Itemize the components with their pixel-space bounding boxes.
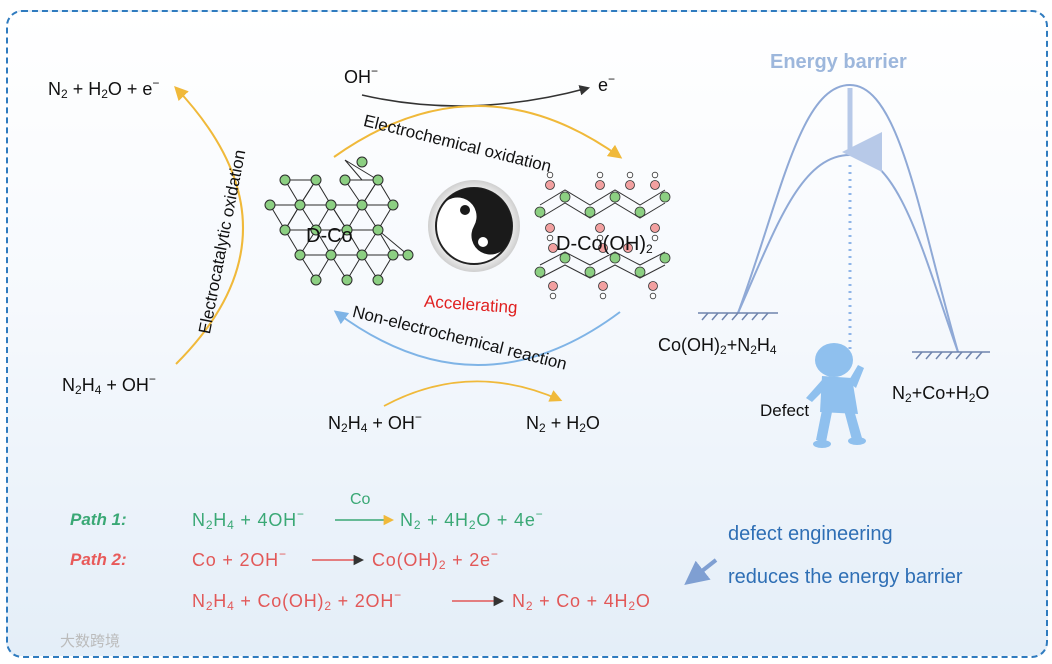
note-arrow: [684, 558, 718, 585]
bottom-input: N2H4 + OH−: [328, 410, 422, 435]
top-electron-arrow: [361, 85, 591, 107]
note-line2: reduces the energy barrier: [728, 566, 963, 588]
note-line1: defect engineering: [728, 523, 893, 545]
diagram-frame: [6, 10, 1048, 658]
watermark-text: 大数跨境: [60, 633, 121, 650]
barrier-curve-high: [737, 83, 959, 353]
path1-reactants: N2H4 + 4OH−: [192, 507, 305, 532]
path1-products: N2 + 4H2O + 4e−: [400, 507, 544, 532]
top-output-label: e−: [598, 72, 616, 95]
bottom-output: N2 + H2O: [526, 413, 600, 435]
electrocatalytic-oxidation-arc: [174, 85, 244, 365]
energy-barrier-plot: [698, 83, 990, 360]
defect-figure-icon: [806, 343, 866, 448]
left-state-label: Co(OH)2+N2H4: [658, 335, 777, 357]
path2-eq1-reactants: Co + 2OH−: [192, 547, 287, 570]
energy-barrier-title: Energy barrier: [770, 51, 907, 73]
non-electrochemical-arc: [333, 310, 621, 366]
path2-eq1-products: Co(OH)2 + 2e−: [372, 547, 499, 572]
bottom-reaction-arrow: [383, 380, 563, 407]
right-state-ground: [912, 351, 990, 360]
left-top-product: N2 + H2O + e−: [48, 76, 160, 101]
d-co-oh2-atoms: [534, 171, 671, 300]
path2-label: Path 2:: [70, 550, 127, 569]
path2-eq2-products: N2 + Co + 4H2O: [512, 591, 651, 613]
path2-eq2-reactants: N2H4 + Co(OH)2 + 2OH−: [192, 588, 402, 613]
d-co-oh2-label: D-Co(OH)2: [556, 233, 653, 256]
path1-catalyst: Co: [350, 491, 371, 508]
barrier-curve-low: [737, 153, 959, 353]
d-co-oh2-layers: [539, 189, 666, 279]
path1-label: Path 1:: [70, 510, 127, 529]
left-bottom-reactant: N2H4 + OH−: [62, 372, 156, 397]
electrochemical-oxidation-arc: [333, 105, 623, 159]
d-co-lattice: [264, 156, 414, 286]
top-input-label: OH−: [344, 64, 379, 87]
defect-label: Defect: [760, 401, 810, 420]
d-co-label: D-Co: [306, 225, 353, 247]
yin-yang-icon: [428, 180, 520, 272]
left-state-ground: [698, 312, 778, 321]
right-state-label: N2+Co+H2O: [892, 383, 990, 405]
